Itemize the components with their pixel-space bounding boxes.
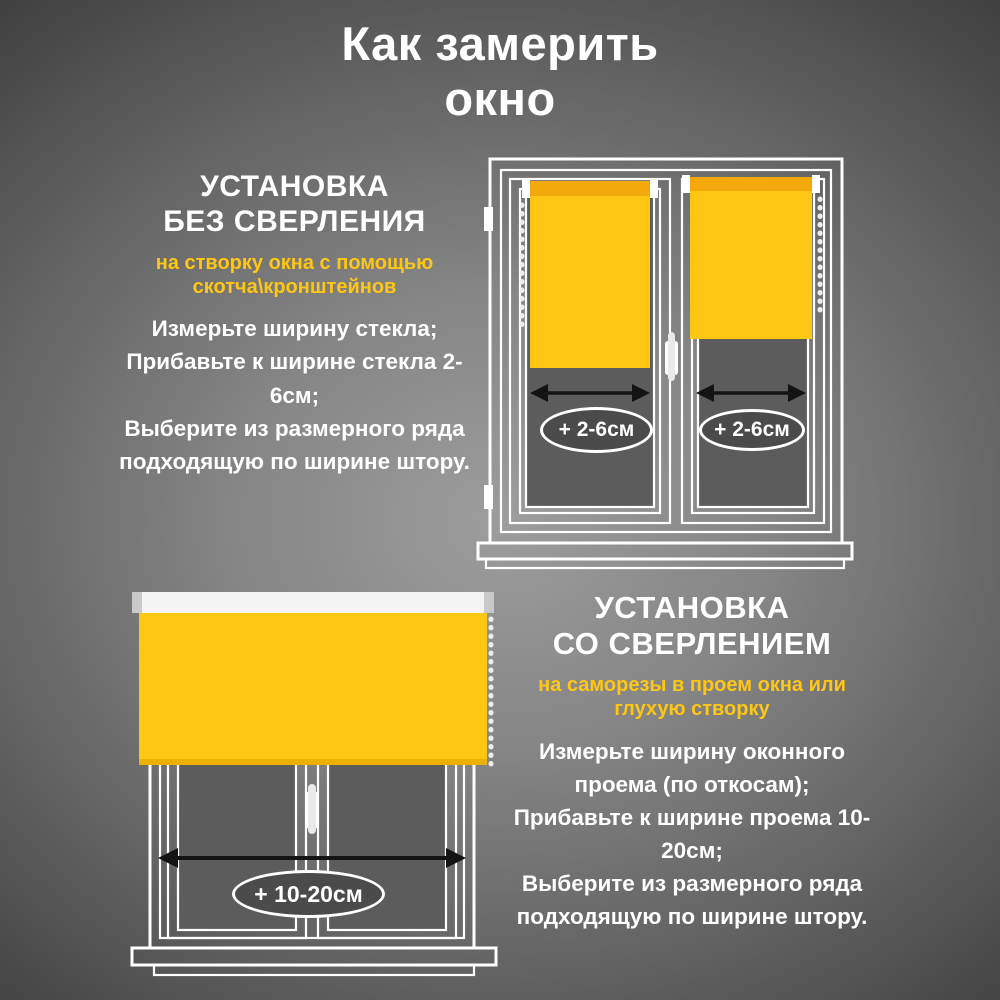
section-with-drilling: УСТАНОВКА СО СВЕРЛЕНИЕМ на саморезы в пр… <box>502 590 882 933</box>
window-sill <box>130 946 498 977</box>
blind-bracket <box>650 179 658 198</box>
blind-fabric <box>139 613 487 759</box>
no-drilling-subheading: на створку окна с помощью скотча\кронште… <box>155 251 434 298</box>
double-window-illustration <box>476 157 854 570</box>
roller-blind-large <box>132 592 494 769</box>
step-text: Выберите из размерного ряда подходящую п… <box>516 870 868 929</box>
step-text: Измерьте ширину стекла; <box>151 316 438 342</box>
blind-bracket <box>132 592 142 613</box>
step-text: Прибавьте к ширине стекла 2-6см; <box>126 349 463 408</box>
big-window-illustration <box>130 592 498 977</box>
blind-bracket <box>812 175 820 193</box>
hinge-icon <box>484 207 493 509</box>
with-drilling-subheading: на саморезы в проем окна или глухую ство… <box>538 673 846 721</box>
no-drilling-heading: УСТАНОВКА БЕЗ СВЕРЛЕНИЯ <box>112 170 477 240</box>
width-allowance-badge-large: + 10-20см <box>232 870 385 918</box>
blind-fabric <box>690 191 812 339</box>
width-allowance-badge-left: + 2-6см <box>540 407 653 453</box>
measure-arrow-icon <box>696 384 806 402</box>
window-handle-icon <box>665 332 678 381</box>
window-frame <box>488 157 844 545</box>
blind-cassette <box>132 592 494 613</box>
roller-blind-right <box>682 175 823 339</box>
with-drilling-heading-line2: СО СВЕРЛЕНИЕМ <box>552 625 832 661</box>
step-text: Выберите из размерного ряда подходящую п… <box>119 415 470 474</box>
blind-tube <box>526 181 654 196</box>
measure-arrow-icon <box>158 848 466 868</box>
window-sill <box>476 541 854 570</box>
step-text: Измерьте ширину оконного проема (по отко… <box>538 738 846 797</box>
no-drilling-steps: Измерьте ширину стекла; Прибавьте к шири… <box>112 312 477 477</box>
blind-tube <box>686 177 816 191</box>
no-drilling-heading-line1: УСТАНОВКА <box>200 170 389 203</box>
blind-fabric <box>530 196 650 368</box>
window-handle-icon <box>305 784 319 834</box>
with-drilling-steps: Измерьте ширину оконного проема (по отко… <box>502 735 882 933</box>
step-text: Прибавьте к ширине проема 10-20см; <box>513 804 871 863</box>
roller-blind-left <box>519 179 658 368</box>
with-drilling-heading: УСТАНОВКА СО СВЕРЛЕНИЕМ <box>502 590 882 662</box>
measure-arrow-icon <box>530 384 650 402</box>
no-drilling-heading-line2: БЕЗ СВЕРЛЕНИЯ <box>163 204 426 238</box>
blind-bottom-bar <box>139 759 487 765</box>
page-title: Как замерить окно <box>0 16 1000 127</box>
page-title-text: Как замерить окно <box>341 17 659 126</box>
blind-bracket <box>484 592 494 613</box>
blind-bracket <box>682 175 690 193</box>
width-allowance-badge-right: + 2-6см <box>699 409 805 451</box>
with-drilling-heading-line1: УСТАНОВКА <box>594 590 790 625</box>
section-no-drilling: УСТАНОВКА БЕЗ СВЕРЛЕНИЯ на створку окна … <box>112 170 477 478</box>
blind-bracket <box>522 179 530 198</box>
